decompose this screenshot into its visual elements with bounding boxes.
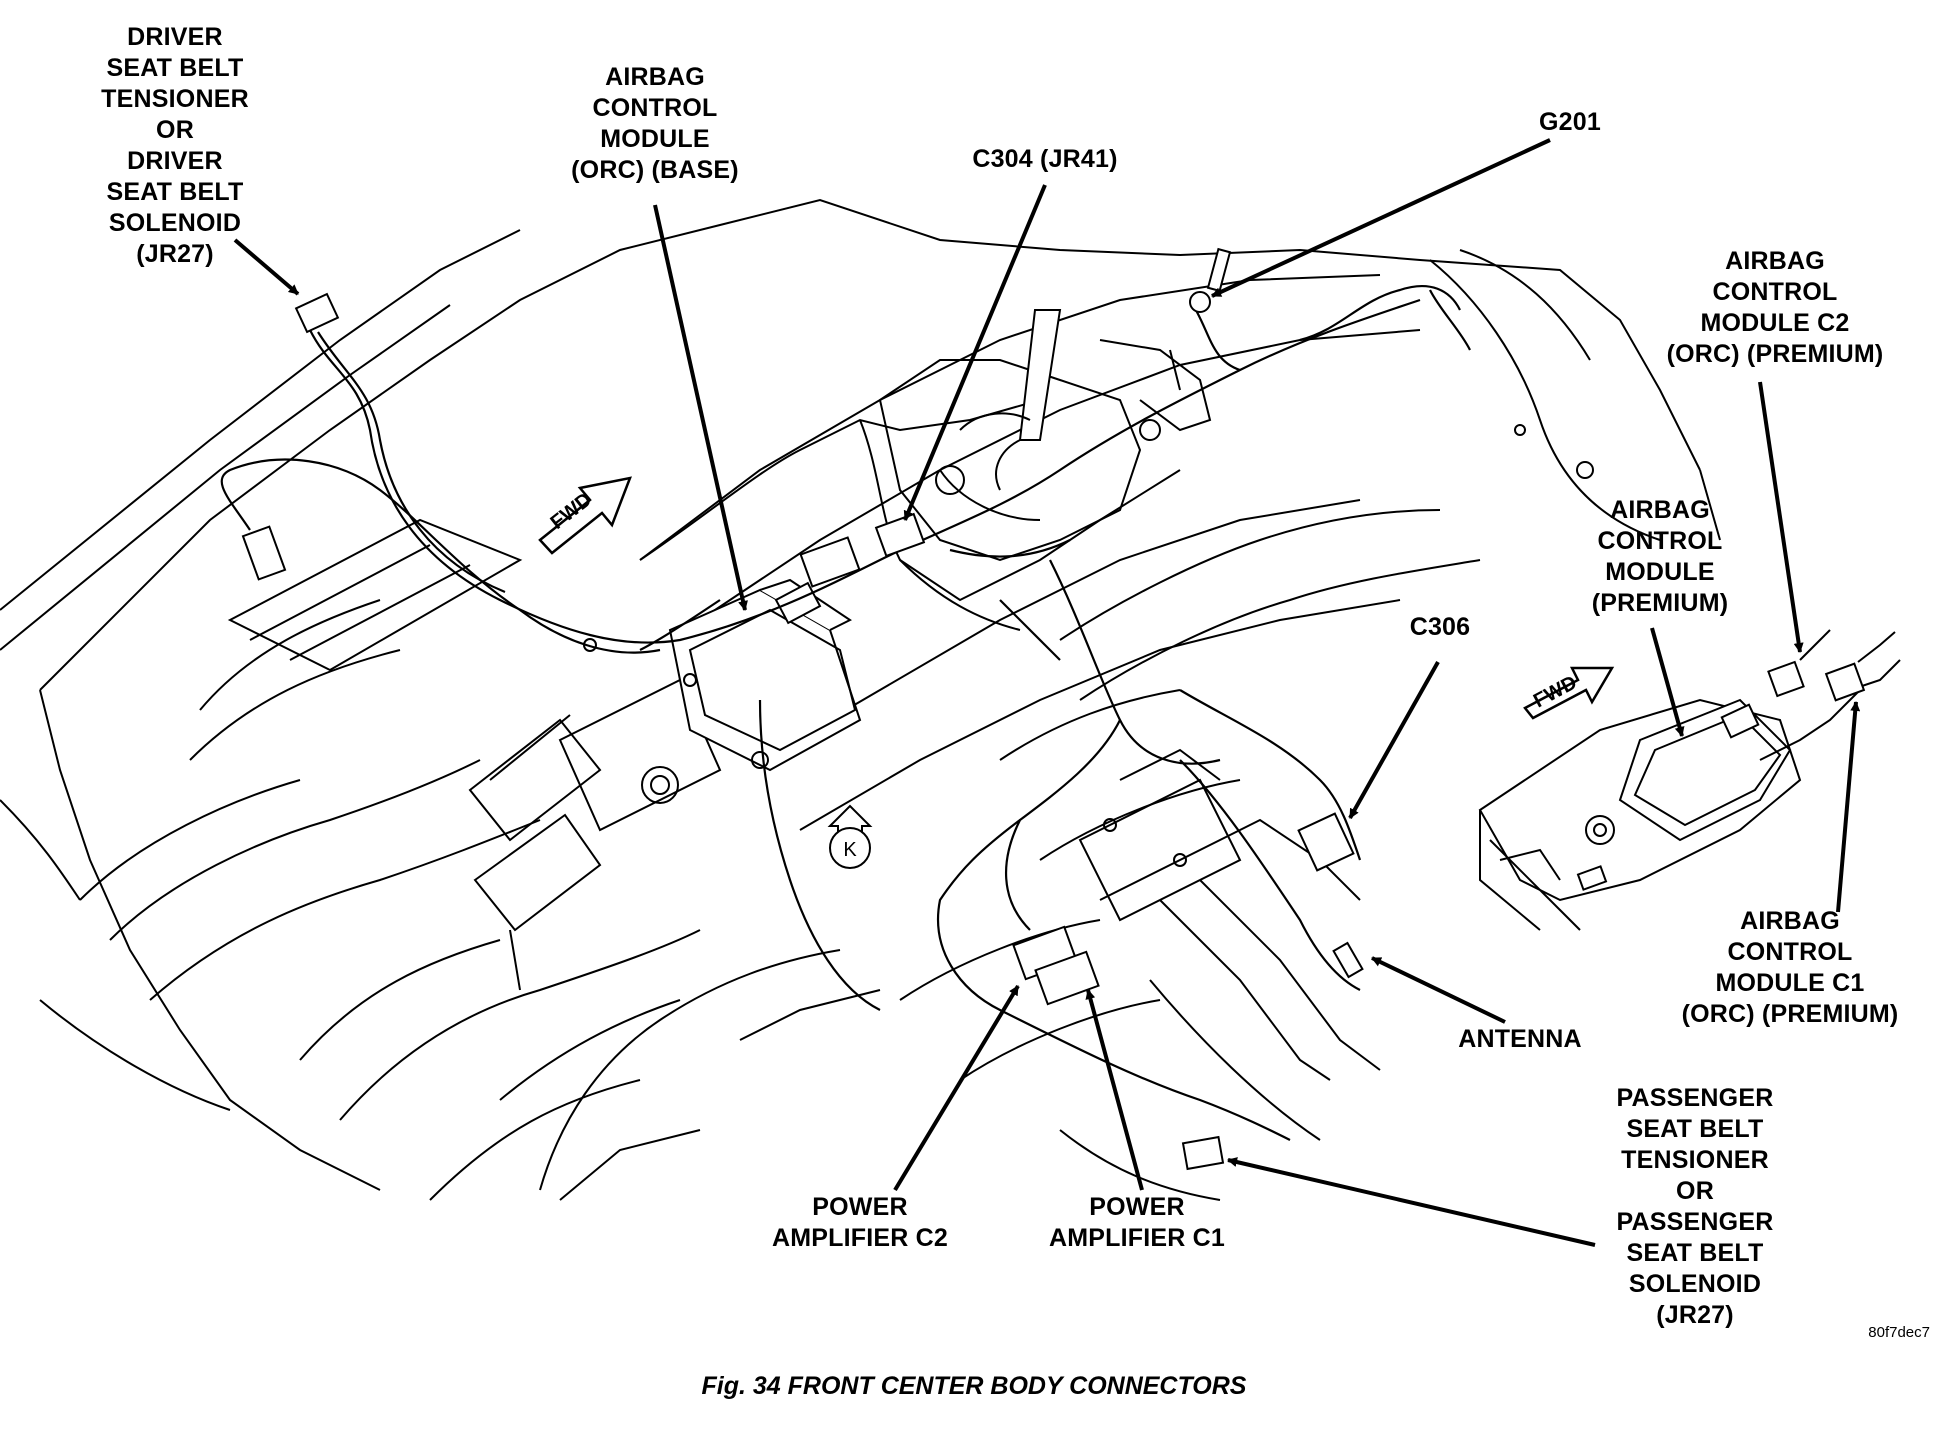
leader-acm-c1-premium [1836,701,1861,913]
leader-acm-c2-premium [1758,381,1804,653]
label-acm-base: AIRBAG CONTROL MODULE (ORC) (BASE) [571,63,739,184]
label-power-amp-c2: POWER AMPLIFIER C2 [771,1193,949,1252]
leader-c306 [1348,661,1440,819]
leader-power-amp-c1 [1085,989,1144,1191]
leader-antenna [1371,956,1506,1024]
inset-premium-module [1478,629,1901,931]
leader-acm-premium [1650,627,1685,737]
floor-pan-drawing [0,198,1721,1201]
label-acm-premium: AIRBAG CONTROL MODULE (PREMIUM) [1591,496,1729,617]
label-passenger-seat-belt: PASSENGER SEAT BELT TENSIONER OR PASSENG… [1616,1084,1774,1329]
console-shifter [878,309,1212,562]
leader-passenger-seat-belt [1227,1157,1596,1247]
k-direction-arrow: K [827,804,873,869]
leader-lines [233,138,1861,1247]
label-power-amp-c1: POWER AMPLIFIER C1 [1048,1193,1226,1252]
k-label: K [843,839,857,861]
leader-power-amp-c2 [893,984,1020,1192]
leader-acm-base [653,204,748,611]
label-g201: G201 [1539,108,1601,136]
inset-fwd-arrow: FWD [1523,666,1615,720]
figure-id: 80f7dec7 [1868,1324,1930,1341]
leader-c304 [903,184,1047,521]
connectors [241,247,1364,1171]
label-antenna: ANTENNA [1458,1025,1582,1053]
label-acm-c2-premium: AIRBAG CONTROL MODULE C2 (ORC) (PREMIUM) [1666,247,1884,368]
label-driver-seat-belt: DRIVER SEAT BELT TENSIONER OR DRIVER SEA… [101,23,249,268]
leader-g201 [1211,138,1551,298]
label-acm-c1-premium: AIRBAG CONTROL MODULE C1 (ORC) (PREMIUM) [1681,907,1899,1028]
leader-driver-seat-belt [233,238,300,296]
label-c304: C304 (JR41) [972,145,1118,173]
wiring-harness [220,285,1471,1141]
fwd-arrow: FWD [538,476,632,555]
figure-caption: Fig. 34 FRONT CENTER BODY CONNECTORS [701,1372,1247,1400]
airbag-module-base-drawing [668,578,862,772]
label-c306: C306 [1409,613,1471,641]
